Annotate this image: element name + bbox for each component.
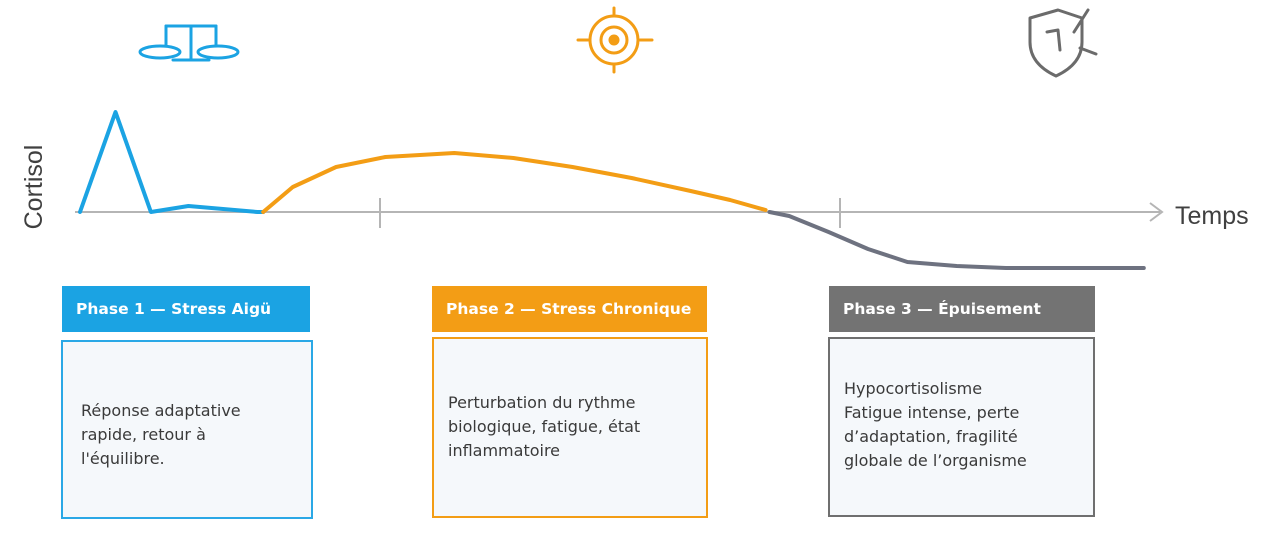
phase-2-line: inflammatoire: [448, 441, 561, 460]
phase-2-header: Phase 2 — Stress Chronique: [432, 286, 707, 332]
phase-3-title: Phase 3 — Épuisement: [843, 300, 1041, 318]
phase-1-line: rapide, retour à: [81, 425, 206, 444]
phase-3-line: d’adaptation, fragilité: [844, 427, 1018, 446]
broken-shield-icon: [1028, 8, 1098, 78]
phase-1-title: Phase 1 — Stress Aigü: [76, 300, 272, 318]
phase-3-line: globale de l’organisme: [844, 451, 1027, 470]
phase-2-line: biologique, fatigue, état: [448, 417, 641, 436]
phase-2-description: Perturbation du rythme biologique, fatig…: [432, 337, 708, 518]
x-axis: [75, 198, 1164, 228]
phase-2-line: Perturbation du rythme: [448, 393, 636, 412]
phase-1-header: Phase 1 — Stress Aigü: [62, 286, 310, 332]
phase-2-title: Phase 2 — Stress Chronique: [446, 300, 692, 318]
phase-3-line: Fatigue intense, perte: [844, 403, 1020, 422]
x-axis-label: Temps: [1175, 202, 1249, 230]
series-line-phase-3: [767, 210, 1146, 270]
series-line-phase-2: [261, 151, 768, 214]
phase-3-header: Phase 3 — Épuisement: [829, 286, 1095, 332]
phase-1-line: l'équilibre.: [81, 449, 165, 468]
phase-1-line: Réponse adaptative: [81, 401, 241, 420]
series-line-phase-1: [78, 110, 266, 214]
balance-scale-icon: [138, 24, 240, 62]
phase-3-line: Hypocortisolisme: [844, 379, 983, 398]
y-axis-label: Cortisol: [20, 145, 48, 230]
target-icon: [576, 6, 654, 74]
phase-1-description: Réponse adaptative rapide, retour à l'éq…: [61, 340, 313, 519]
phase-3-description: Hypocortisolisme Fatigue intense, perte …: [828, 337, 1095, 517]
